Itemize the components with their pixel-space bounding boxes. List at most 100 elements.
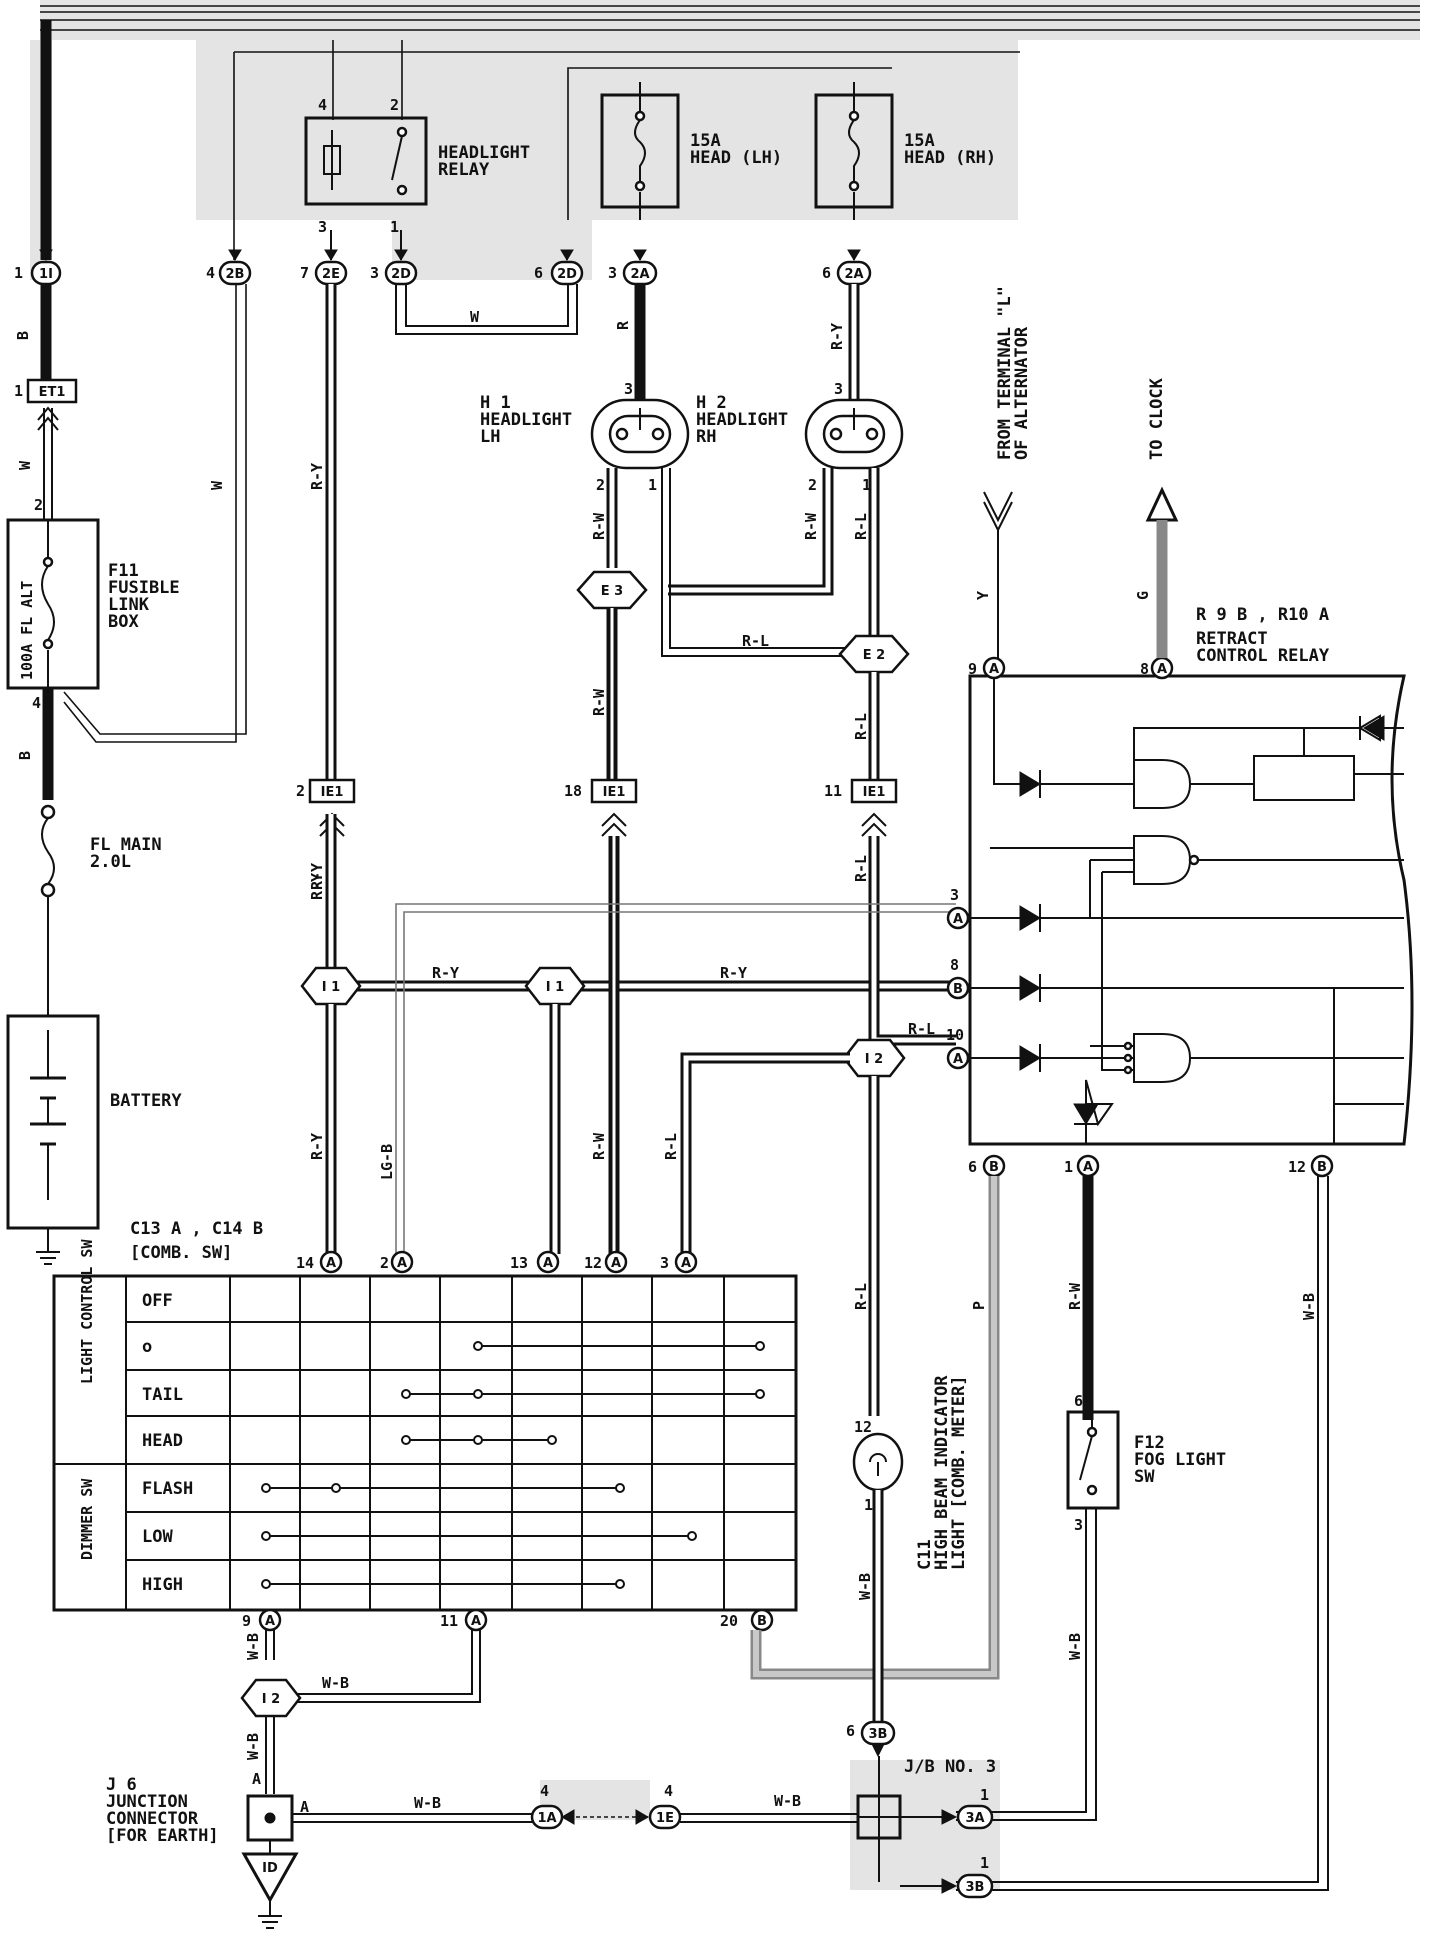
svg-text:R-L: R-L xyxy=(742,632,769,650)
svg-text:9: 9 xyxy=(968,660,977,678)
wire-2d-loop: W xyxy=(395,284,578,335)
svg-text:A: A xyxy=(1083,1160,1093,1175)
svg-text:6: 6 xyxy=(846,1722,855,1740)
svg-text:4: 4 xyxy=(206,264,215,282)
svg-text:FROM TERMINAL "L"OF ALTERNATOR: FROM TERMINAL "L"OF ALTERNATOR xyxy=(995,286,1032,460)
svg-text:R-Y: R-Y xyxy=(720,964,747,982)
svg-text:B: B xyxy=(757,1614,767,1629)
svg-text:W-B: W-B xyxy=(1066,1633,1084,1660)
junction-i2a: I 2 xyxy=(842,1038,906,1078)
svg-text:10: 10 xyxy=(946,1026,964,1044)
svg-text:1: 1 xyxy=(864,1496,873,1514)
svg-text:TAIL: TAIL xyxy=(142,1385,183,1405)
svg-text:W: W xyxy=(16,460,34,470)
svg-text:LIGHT CONTROL SW: LIGHT CONTROL SW xyxy=(78,1239,96,1384)
alternator-and-clock: FROM TERMINAL "L"OF ALTERNATOR Y TO CLOC… xyxy=(974,286,1179,658)
svg-text:A: A xyxy=(300,1798,309,1816)
svg-text:E 2: E 2 xyxy=(863,648,885,663)
svg-text:HEAD: HEAD xyxy=(142,1431,183,1451)
svg-text:2: 2 xyxy=(296,782,305,800)
svg-text:R-L: R-L xyxy=(662,1133,680,1160)
svg-text:3: 3 xyxy=(1074,1516,1083,1534)
svg-text:A: A xyxy=(326,1256,336,1271)
svg-text:3: 3 xyxy=(660,1254,669,1272)
svg-text:W-B: W-B xyxy=(244,1733,262,1760)
svg-text:R-W: R-W xyxy=(802,512,820,540)
svg-text:B: B xyxy=(989,1160,999,1175)
svg-text:100A FL ALT: 100A FL ALT xyxy=(18,581,36,680)
svg-text:W-B: W-B xyxy=(322,1674,349,1692)
svg-text:1A: 1A xyxy=(537,1811,556,1826)
svg-text:2: 2 xyxy=(380,1254,389,1272)
svg-text:C11HIGH BEAM INDICATORLIGHT [C: C11HIGH BEAM INDICATORLIGHT [COMB. METER… xyxy=(915,1375,969,1570)
junction-i2b: I 2 xyxy=(240,1678,302,1718)
svg-text:LOW: LOW xyxy=(142,1527,173,1547)
junction-i1b: I 1 xyxy=(524,966,586,1006)
svg-text:A: A xyxy=(471,1614,481,1629)
combination-switch: C13 A , C14 B [COMB. SW] LIGHT CONTROL S… xyxy=(52,1219,798,1632)
svg-text:E 3: E 3 xyxy=(601,584,623,599)
svg-text:W: W xyxy=(208,480,226,490)
svg-text:R-Y: R-Y xyxy=(308,873,326,900)
relay-pin-1: 1 xyxy=(390,218,399,236)
svg-text:B: B xyxy=(16,751,34,760)
svg-text:A: A xyxy=(265,1614,275,1629)
svg-text:R-W: R-W xyxy=(590,688,608,716)
svg-text:W-B: W-B xyxy=(774,1792,801,1810)
svg-text:12: 12 xyxy=(854,1418,872,1436)
svg-text:6: 6 xyxy=(1074,1392,1083,1410)
svg-text:B: B xyxy=(1317,1160,1327,1175)
svg-text:B: B xyxy=(14,331,32,340)
svg-text:2: 2 xyxy=(34,496,43,514)
svg-text:12: 12 xyxy=(1288,1158,1306,1176)
svg-text:2A: 2A xyxy=(630,267,649,282)
svg-text:W-B: W-B xyxy=(856,1573,874,1600)
svg-text:R-W: R-W xyxy=(1066,1282,1084,1310)
svg-text:FLASH: FLASH xyxy=(142,1479,193,1499)
svg-text:R-L: R-L xyxy=(852,713,870,740)
svg-text:1E: 1E xyxy=(656,1811,674,1826)
svg-text:TO CLOCK: TO CLOCK xyxy=(1147,377,1167,460)
svg-text:R-Y: R-Y xyxy=(828,323,846,350)
svg-text:BATTERY: BATTERY xyxy=(110,1091,182,1111)
svg-text:1I: 1I xyxy=(39,267,53,282)
svg-text:12: 12 xyxy=(584,1254,602,1272)
relay-pin-2: 2 xyxy=(390,96,399,114)
svg-text:I 1: I 1 xyxy=(546,980,564,995)
svg-text:3: 3 xyxy=(608,264,617,282)
svg-text:IE1: IE1 xyxy=(603,785,626,800)
svg-text:Y: Y xyxy=(974,591,992,600)
svg-text:9: 9 xyxy=(242,1612,251,1630)
relay-pin-4: 4 xyxy=(318,96,327,114)
svg-text:1: 1 xyxy=(980,1786,989,1804)
junction-block-3: 6 3B J/B NO. 3 1 3A 1 3B W-B xyxy=(774,1720,996,1899)
svg-text:4: 4 xyxy=(32,694,41,712)
svg-text:W-B: W-B xyxy=(414,1794,441,1812)
svg-text:1: 1 xyxy=(862,476,871,494)
svg-text:W-B: W-B xyxy=(1300,1293,1318,1320)
svg-text:IE1: IE1 xyxy=(321,785,344,800)
svg-text:6: 6 xyxy=(534,264,543,282)
svg-text:20: 20 xyxy=(720,1612,738,1630)
svg-text:ET1: ET1 xyxy=(39,385,66,400)
svg-text:7: 7 xyxy=(300,264,309,282)
svg-text:A: A xyxy=(543,1256,553,1271)
svg-text:3: 3 xyxy=(370,264,379,282)
svg-text:3: 3 xyxy=(834,380,843,398)
svg-text:1: 1 xyxy=(1064,1158,1073,1176)
svg-text:1: 1 xyxy=(648,476,657,494)
svg-text:R-W: R-W xyxy=(590,1132,608,1160)
